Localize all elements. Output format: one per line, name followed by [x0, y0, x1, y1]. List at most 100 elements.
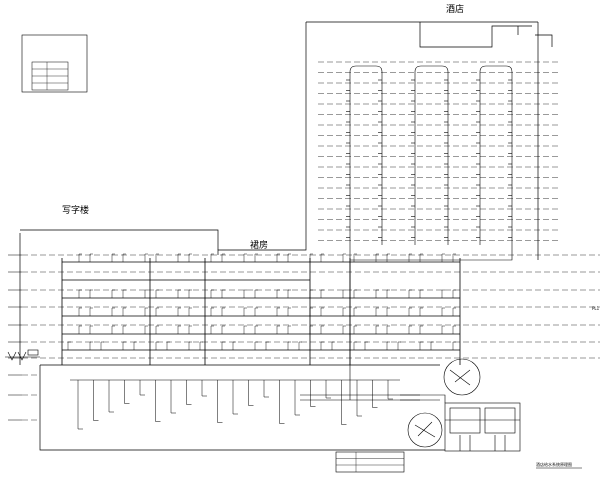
branch-riser: [122, 253, 126, 262]
branch-riser: [111, 289, 115, 298]
branch-riser: [133, 341, 137, 350]
branch-riser: [144, 307, 148, 316]
branch-riser: [111, 325, 115, 334]
basement-drop: [201, 380, 207, 397]
podium-horizontal-mains: [40, 258, 461, 366]
branch-riser: [221, 341, 225, 350]
branch-riser: [78, 289, 82, 298]
branch-riser: [177, 289, 181, 298]
branch-riser: [353, 253, 357, 262]
office-label: 写字楼: [62, 204, 89, 216]
branch-riser: [276, 253, 280, 262]
branch-riser: [320, 307, 324, 316]
basement-drop: [263, 380, 269, 398]
hotel-label: 酒店: [446, 3, 464, 15]
branch-riser: [397, 341, 401, 350]
branch-riser: [221, 289, 225, 298]
floor-lines: [22, 61, 600, 421]
branch-riser: [342, 325, 346, 334]
drawing-title: 酒店给水系统原理图: [536, 461, 572, 467]
branch-riser: [188, 307, 192, 316]
branch-riser: [122, 307, 126, 316]
branch-riser: [408, 325, 412, 334]
basement-drop: [372, 380, 378, 408]
branch-riser: [375, 289, 379, 298]
branch-riser: [287, 289, 291, 298]
legend-box: [21, 34, 88, 93]
branch-riser: [309, 253, 313, 262]
branch-riser: [441, 253, 445, 262]
branch-riser: [408, 289, 412, 298]
branch-riser: [386, 325, 390, 334]
branch-riser: [243, 307, 247, 316]
branch-riser: [188, 341, 192, 350]
branch-riser: [386, 253, 390, 262]
riser-loop: [349, 65, 383, 245]
branch-riser: [309, 325, 313, 334]
branch-riser: [320, 341, 324, 350]
branch-riser: [89, 341, 93, 350]
branch-riser: [254, 253, 258, 262]
branch-risers: [67, 253, 456, 350]
branch-riser: [89, 289, 93, 298]
branch-riser: [221, 325, 225, 334]
branch-riser: [452, 253, 456, 262]
branch-riser: [353, 325, 357, 334]
branch-riser: [166, 341, 170, 350]
basement-drop: [186, 380, 192, 405]
branch-riser: [452, 289, 456, 298]
branch-riser: [155, 289, 159, 298]
branch-riser: [320, 325, 324, 334]
basement-drop: [356, 380, 362, 417]
branch-riser: [89, 325, 93, 334]
branch-riser: [419, 253, 423, 262]
branch-riser: [287, 325, 291, 334]
branch-riser: [287, 341, 291, 350]
branch-riser: [78, 253, 82, 262]
basement-drop: [108, 380, 114, 413]
basement-drop: [217, 380, 223, 423]
branch-riser: [155, 341, 159, 350]
basement-drop: [294, 380, 300, 416]
branch-riser: [320, 253, 324, 262]
branch-riser: [408, 307, 412, 316]
riser-return: [350, 245, 513, 261]
branch-riser: [276, 307, 280, 316]
branch-riser: [331, 341, 335, 350]
branch-riser: [309, 289, 313, 298]
branch-riser: [430, 341, 434, 350]
branch-riser: [320, 289, 324, 298]
detail-callouts: [407, 358, 481, 448]
branch-riser: [210, 289, 214, 298]
branch-riser: [419, 341, 423, 350]
basement-drop: [325, 380, 331, 399]
branch-riser: [287, 253, 291, 262]
basement-drop: [310, 380, 316, 407]
branch-riser: [287, 307, 291, 316]
branch-riser: [144, 289, 148, 298]
basement-drop: [279, 380, 285, 424]
basement-drop: [77, 380, 83, 430]
branch-riser: [309, 307, 313, 316]
branch-riser: [353, 307, 357, 316]
branch-riser: [452, 307, 456, 316]
branch-riser: [199, 341, 203, 350]
branch-riser: [221, 307, 225, 316]
left-level-marks: [8, 254, 22, 421]
branch-riser: [122, 289, 126, 298]
basement-drop: [124, 380, 130, 404]
pump-room: [400, 394, 521, 452]
branch-riser: [122, 341, 126, 350]
branch-riser: [144, 253, 148, 262]
branch-riser: [342, 253, 346, 262]
branch-riser: [419, 289, 423, 298]
branch-riser: [100, 341, 104, 350]
branch-riser: [276, 325, 280, 334]
branch-riser: [243, 289, 247, 298]
building-outline: [19, 21, 553, 451]
branch-riser: [419, 325, 423, 334]
basement-drop: [248, 380, 254, 406]
branch-riser: [276, 289, 280, 298]
branch-riser: [441, 325, 445, 334]
